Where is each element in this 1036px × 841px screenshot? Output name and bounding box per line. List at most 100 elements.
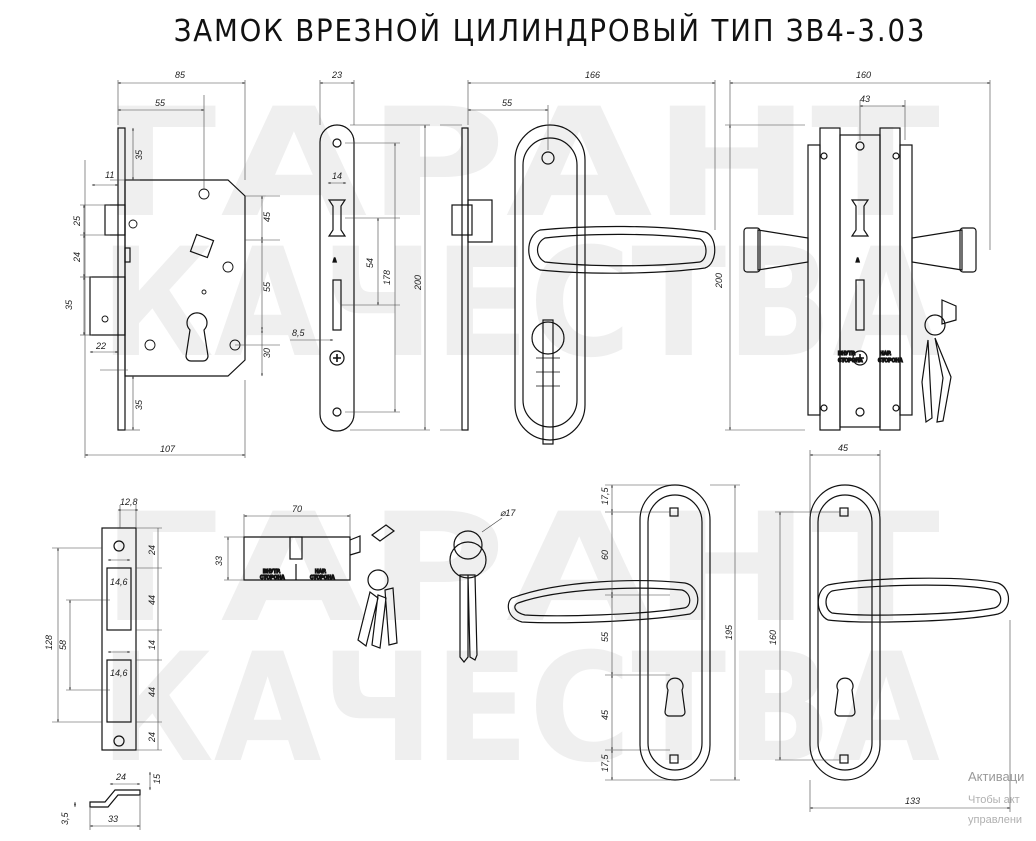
dim-body-latch-h: 25 <box>72 215 82 227</box>
dim-faceplate-mid: 54 <box>365 258 375 268</box>
drawing-title: ЗАМОК ВРЕЗНОЙ ЦИЛИНДРОВЫЙ ТИП ЗВ4-3.03 <box>173 14 927 49</box>
handle-lever-2 <box>817 577 1010 623</box>
handle-plate-2 <box>809 484 881 781</box>
side-view: Ѧ ВНУТР. СТОРОНА НАР. СТОРОНА 160 43 200 <box>714 70 991 431</box>
strike-slot-upper <box>106 567 132 631</box>
os-notice-line-3: управлени <box>968 814 1022 826</box>
dim-body-gap: 24 <box>72 252 82 263</box>
faceplate-outline <box>319 124 355 432</box>
svg-text:Ѧ: Ѧ <box>855 258 860 264</box>
lock-body-view: 85 55 107 35 11 25 24 35 22 35 45 55 30 <box>64 70 280 458</box>
dim-latch-height: 15 <box>152 773 162 784</box>
handle-lever <box>507 580 699 624</box>
dim-latch-width: 24 <box>115 772 126 782</box>
dim-strike-seg-c: 14 <box>147 640 157 650</box>
cylinder-body <box>243 536 351 581</box>
dead-bolt <box>89 276 126 336</box>
dim-body-bolt-h: 35 <box>64 299 74 310</box>
os-activation-notice: Активаци Чтобы акт управлени <box>968 769 1024 826</box>
dim-faceplate-width: 23 <box>331 70 342 80</box>
dim-strike-seg-a: 24 <box>147 545 157 556</box>
key-ring <box>453 530 483 560</box>
dim-plate-bottom: 17,5 <box>600 753 610 772</box>
dim-faceplate-inner: 178 <box>382 270 392 285</box>
key-ring-view: ⌀17 <box>449 508 516 663</box>
watermark-line-3: ГАРАНТ <box>100 482 940 656</box>
handle-plate-view: 17,5 60 55 45 17,5 195 <box>507 484 740 781</box>
dim-faceplate-side: 8,5 <box>292 328 306 338</box>
spindle-hole <box>189 233 215 259</box>
dim-body-backset: 55 <box>155 98 166 108</box>
faceplate-view: Ѧ 23 14 200 54 178 8,5 <box>290 70 430 432</box>
cyl-label-outer-1: НАР. <box>315 569 327 575</box>
dim-assembly-height: 200 <box>714 273 724 289</box>
dim-cylinder-length: 70 <box>292 504 302 514</box>
watermark: ГАРАНТ КАЧЕСТВА ГАРАНТ КАЧЕСТВА <box>100 77 940 796</box>
assembly-view: 166 55 <box>440 70 716 445</box>
cyl-label-inner-1: ВНУТР. <box>263 569 281 575</box>
dim-body-bottom-width: 107 <box>160 444 176 454</box>
dim-latch-depth: 3,5 <box>60 811 70 825</box>
dim-key-ring-diameter: ⌀17 <box>500 508 516 518</box>
dim-body-overall: 85 <box>175 70 186 80</box>
latch-opening <box>327 199 347 237</box>
dim-plate-upper: 60 <box>600 550 610 560</box>
dim-assembly-overall: 166 <box>585 70 600 80</box>
cylinder-view: ВНУТР. СТОРОНА НАР. СТОРОНА 70 33 <box>214 504 398 649</box>
os-notice-line-2: Чтобы акт <box>968 794 1020 806</box>
dim-latch-total: 33 <box>108 814 118 824</box>
lock-case <box>124 179 246 377</box>
dim-lever-length: 133 <box>905 796 920 806</box>
side-label-outer-2: СТОРОНА <box>878 358 903 364</box>
latch-bolt <box>104 204 126 236</box>
dim-strike-seg-d: 44 <box>147 687 157 697</box>
dim-body-top-offset: 35 <box>134 149 144 160</box>
dim-strike-seg-e: 24 <box>147 732 157 743</box>
cyl-label-outer-2: СТОРОНА <box>310 575 335 581</box>
watermark-line-4: КАЧЕСТВА <box>100 622 940 796</box>
dim-assembly-backset: 55 <box>502 98 513 108</box>
dim-faceplate-height: 200 <box>413 275 423 291</box>
cyl-label-inner-2: СТОРОНА <box>260 575 285 581</box>
strike-plate-view: 12,8 128 58 14,6 14,6 24 44 14 44 24 <box>44 497 162 751</box>
dim-faceplate-slot: 14 <box>332 171 342 181</box>
assembly-lever <box>528 225 716 274</box>
keyhole <box>664 677 686 717</box>
dim-body-screw-gap: 45 <box>262 211 272 222</box>
brand-mark-icon: Ѧ <box>332 258 337 264</box>
side-label-inner-1: ВНУТР. <box>838 351 856 357</box>
os-notice-line-1: Активаци <box>968 769 1024 784</box>
latch-profile-view: 24 33 15 3,5 <box>60 771 162 830</box>
dim-strike-width: 12,8 <box>120 497 138 507</box>
cylinder-cutout <box>185 312 209 362</box>
dim-strike-slot-lower: 14,6 <box>110 668 128 678</box>
side-label-outer-1: НАР. <box>880 351 892 357</box>
dim-body-latch-w: 11 <box>105 170 114 180</box>
ring-keys <box>459 574 478 663</box>
handle-plate-view-2: 45 160 133 <box>768 443 1011 812</box>
dim-body-bottom-offset: 35 <box>134 399 144 410</box>
dim-plate-lower: 45 <box>600 709 610 720</box>
strike-slot-lower <box>106 659 132 723</box>
dim-cylinder-height: 33 <box>214 556 224 566</box>
dim-plate-hole-span: 160 <box>768 630 778 645</box>
handle-plate <box>639 484 711 781</box>
assembly-back-plate <box>514 124 586 441</box>
cylinder-keys <box>357 587 398 649</box>
watermark-line-2: КАЧЕСТВА <box>100 217 940 391</box>
side-keys <box>921 337 952 424</box>
side-label-inner-2: СТОРОНА <box>838 358 863 364</box>
dim-side-spindle: 43 <box>860 94 870 104</box>
right-lever-end <box>911 229 963 271</box>
dim-body-cyl-gap: 30 <box>262 348 272 358</box>
watermark-line-1: ГАРАНТ <box>100 77 940 251</box>
dim-strike-gap: 58 <box>58 640 68 650</box>
latch-profile <box>89 789 141 808</box>
strike-plate <box>101 527 137 751</box>
dim-plate-top: 17,5 <box>600 486 610 505</box>
dim-plate-width: 45 <box>838 443 849 453</box>
dim-side-overall: 160 <box>856 70 871 80</box>
dim-body-bolt-side: 22 <box>95 341 106 351</box>
dim-strike-seg-b: 44 <box>147 595 157 605</box>
